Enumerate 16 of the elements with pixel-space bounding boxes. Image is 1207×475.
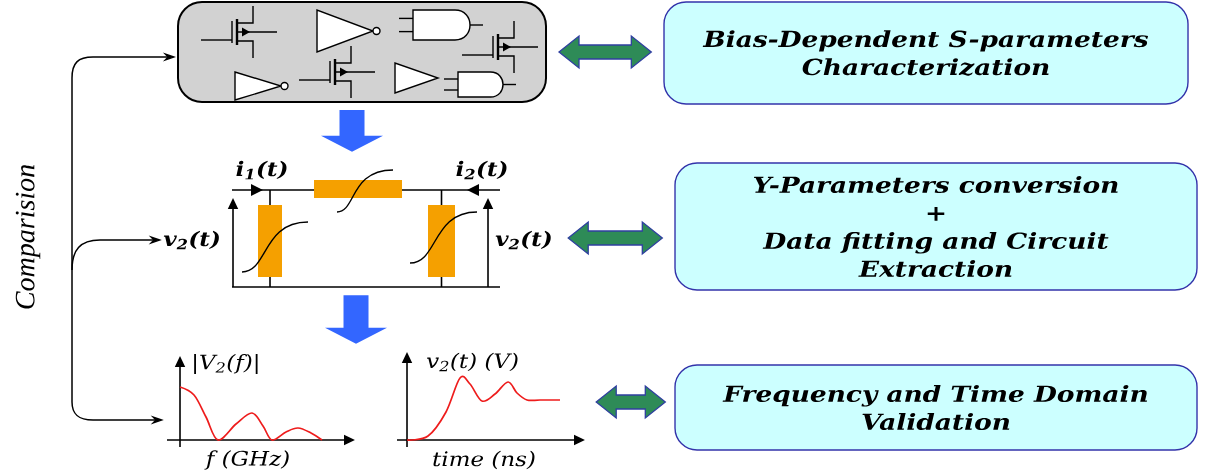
axis-label: time (ns)	[433, 450, 535, 470]
axis-label: v$_{2}$(t) (V)	[427, 352, 518, 372]
block-arrow	[325, 295, 387, 344]
voltage-label: v$_{2}$(t)	[163, 230, 219, 250]
axis-label: |V$_{2}$(f)|	[194, 354, 258, 374]
current-label: i$_{2}$(t)	[456, 160, 507, 180]
process-box: Frequency and Time Domain Validation	[674, 364, 1198, 451]
process-box: Bias-Dependent S-parameters Characterization	[663, 1, 1189, 105]
vertical-label: Comparision	[15, 165, 41, 309]
block-arrow	[321, 110, 383, 152]
voltage-label: v$_{2}$(t)	[495, 230, 551, 250]
axis-label: f (GHz)	[204, 450, 289, 470]
current-label: i$_{1}$(t)	[236, 160, 287, 180]
double-arrow	[595, 384, 667, 420]
process-box: Y-Parameters conversion + Data fitting and Circuit Extraction	[674, 162, 1198, 291]
double-arrow	[567, 220, 664, 256]
